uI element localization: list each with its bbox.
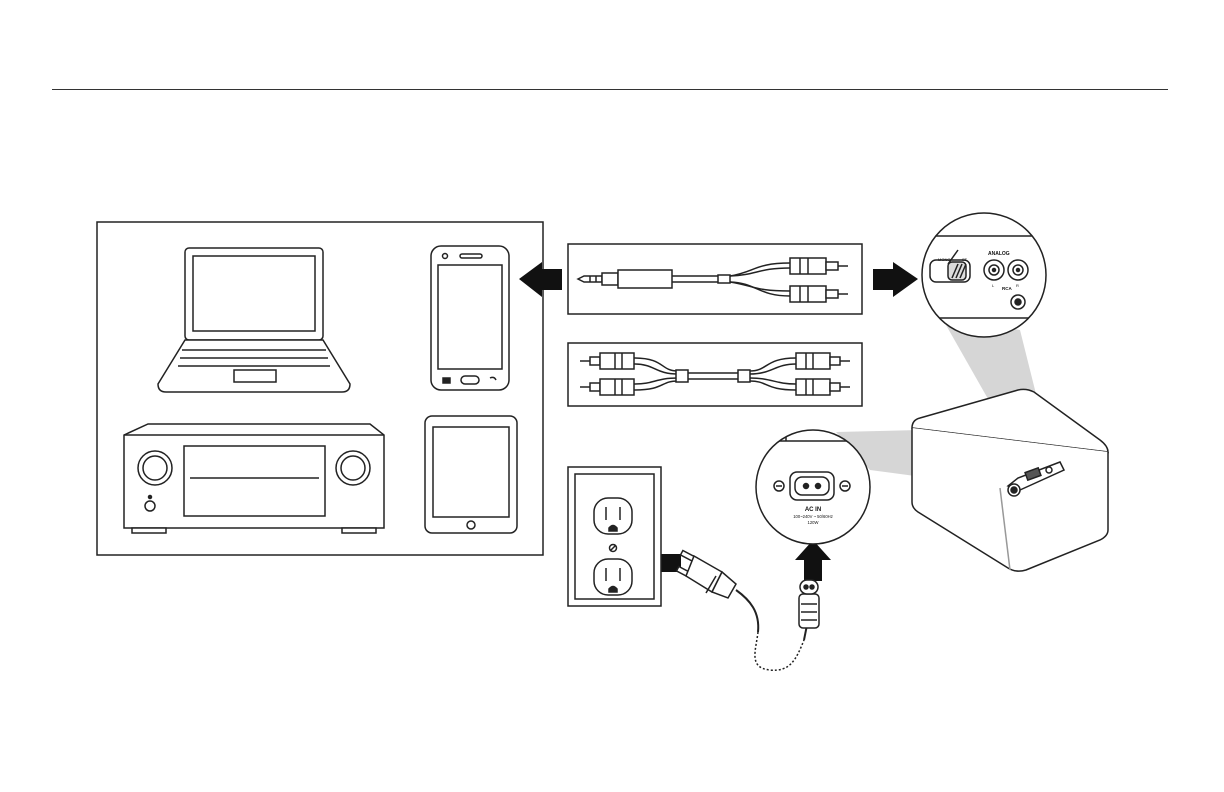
ac-in-spec-power: 120W bbox=[808, 520, 819, 525]
aux-to-rca-cable-icon bbox=[568, 244, 862, 314]
power-cord-icon bbox=[677, 550, 819, 670]
jack-right-label: R bbox=[1016, 283, 1019, 288]
stereo-label: ST bbox=[962, 257, 968, 262]
source-devices-panel bbox=[97, 222, 543, 555]
rca-to-rca-cable-icon bbox=[568, 343, 862, 406]
rca-label: RCA bbox=[1002, 286, 1012, 291]
av-receiver-icon bbox=[124, 424, 384, 533]
ac-in-spec-voltage: 100~240V ~ 50/60Hz bbox=[793, 514, 833, 519]
tablet-icon bbox=[425, 416, 517, 533]
analog-panel-zoom: ANALOG MONO ST RCA L R bbox=[918, 213, 1050, 337]
wall-outlet-icon bbox=[568, 467, 661, 606]
mono-label: MONO bbox=[938, 257, 950, 262]
arrow-to-speaker-top-icon bbox=[873, 262, 918, 297]
speaker-icon bbox=[912, 389, 1108, 571]
arrow-to-ac-inlet-icon bbox=[795, 540, 831, 581]
smartphone-icon bbox=[431, 246, 509, 390]
laptop-icon bbox=[158, 248, 350, 392]
ac-in-label: AC IN bbox=[805, 507, 821, 513]
ac-inlet-zoom: AC IN 100~240V ~ 50/60Hz 120W bbox=[756, 430, 870, 544]
analog-title: ANALOG bbox=[988, 251, 1010, 257]
